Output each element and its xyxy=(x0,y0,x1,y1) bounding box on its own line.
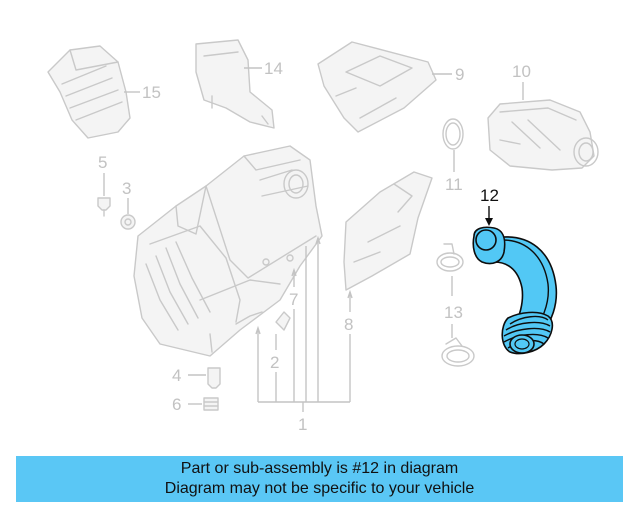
callout-5: 5 xyxy=(98,153,107,172)
callout-1: 1 xyxy=(298,415,307,434)
banner-line-1: Part or sub-assembly is #12 in diagram xyxy=(180,460,459,477)
callout-4: 4 xyxy=(172,366,181,385)
part-6-cap xyxy=(203,397,219,411)
part-4-plug xyxy=(207,367,221,389)
callout-6: 6 xyxy=(172,395,181,414)
part-15-intake-duct xyxy=(47,45,131,139)
part-3-grommet xyxy=(120,214,136,230)
callout-1-leaders xyxy=(255,235,353,412)
part-8-plate xyxy=(343,171,433,291)
callout-10: 10 xyxy=(512,62,531,81)
callout-11: 11 xyxy=(445,175,463,194)
part-2-connector xyxy=(275,311,291,331)
callout-9: 9 xyxy=(455,65,464,84)
callout-14: 14 xyxy=(264,59,283,78)
part-12-intake-hose xyxy=(472,226,558,355)
callout-12: 12 xyxy=(480,186,499,205)
part-9-cover xyxy=(317,41,437,133)
callout-13: 13 xyxy=(444,303,463,322)
part-14-bracket xyxy=(195,39,275,129)
banner-line-2: Diagram may not be specific to your vehi… xyxy=(164,480,475,497)
callout-15: 15 xyxy=(142,83,161,102)
callout-2: 2 xyxy=(270,353,279,372)
part-5-bolt xyxy=(97,197,111,217)
part-11-seal-ring xyxy=(442,118,464,150)
info-banner: Part or sub-assembly is #12 in diagram D… xyxy=(16,456,623,502)
parts-diagram: 15 14 9 10 11 5 3 xyxy=(47,39,599,434)
callout-7: 7 xyxy=(289,290,298,309)
part-13-hose-clamp xyxy=(436,243,475,367)
part-10-mass-air-sensor xyxy=(487,99,599,171)
air-cleaner-housing xyxy=(133,145,323,357)
callout-8: 8 xyxy=(344,315,353,334)
callout-3: 3 xyxy=(122,179,131,198)
